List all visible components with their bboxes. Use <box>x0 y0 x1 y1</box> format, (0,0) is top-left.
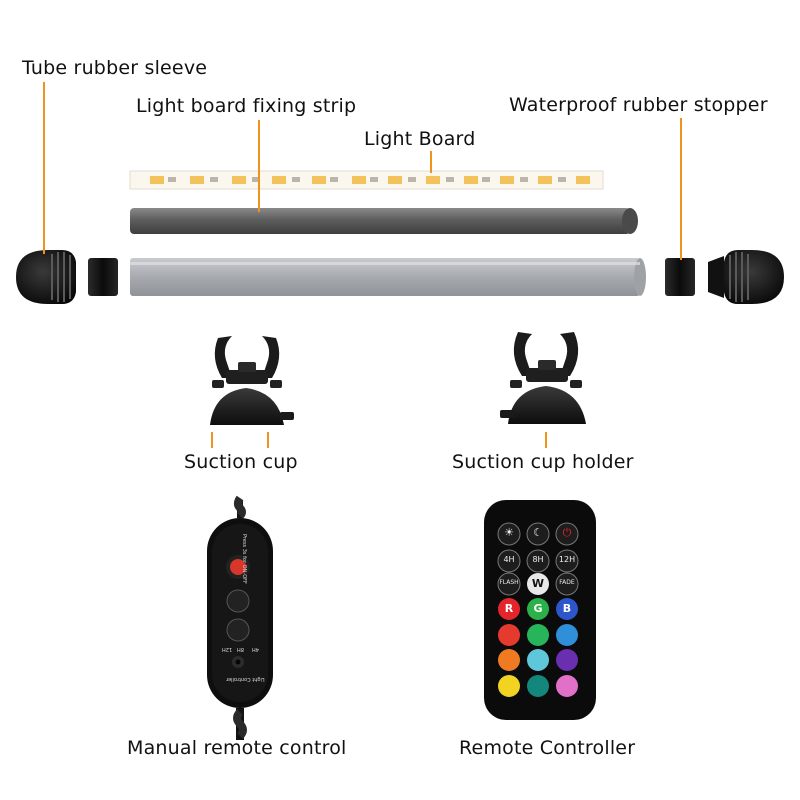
label-remote-controller: Remote Controller <box>459 737 636 759</box>
suction-cup <box>210 336 294 425</box>
ir-remote-fade-button[interactable]: FADE <box>559 579 575 586</box>
light-board <box>129 170 604 190</box>
label-light-board-fixing-strip: Light board fixing strip <box>136 95 357 117</box>
label-waterproof-rubber-stopper: Waterproof rubber stopper <box>509 94 768 116</box>
leader-line-tube-sleeve <box>43 82 45 254</box>
ir-remote-red-button[interactable]: R <box>504 602 514 615</box>
suction-cup-holder <box>500 332 586 424</box>
ir-remote-12h-button[interactable]: 12H <box>558 555 576 564</box>
ir-remote-controller <box>484 500 596 720</box>
leader-line-suction-cup-b <box>267 432 269 448</box>
manual-remote-timer-12h: 12H <box>222 646 233 652</box>
manual-remote-control <box>207 495 273 740</box>
ir-remote-flash-button[interactable]: FLASH <box>499 579 519 586</box>
ir-remote-moon-icon[interactable]: ☾ <box>533 526 543 539</box>
label-suction-cup: Suction cup <box>184 451 298 473</box>
label-manual-remote-control: Manual remote control <box>127 737 347 759</box>
tube <box>130 258 646 296</box>
leader-line-fixing-strip <box>258 120 260 212</box>
manual-remote-power-text: Press 3s for ON-OFF <box>241 534 247 584</box>
leader-line-rubber-stopper <box>680 118 682 260</box>
manual-remote-timer-4h: 4H <box>252 646 259 652</box>
label-light-board: Light Board <box>364 128 476 150</box>
light-board-fixing-strip <box>130 208 638 234</box>
ir-remote-white-button[interactable]: W <box>531 577 545 590</box>
leader-line-light-board <box>430 151 432 173</box>
ir-remote-4h-button[interactable]: 4H <box>503 555 515 564</box>
manual-remote-timer-8h: 8H <box>237 646 244 652</box>
waterproof-rubber-stopper-right <box>665 250 784 304</box>
ir-remote-blue-button[interactable]: B <box>562 602 572 615</box>
leader-line-suction-cup-a <box>211 432 213 448</box>
label-tube-rubber-sleeve: Tube rubber sleeve <box>22 57 208 79</box>
ir-remote-power-icon[interactable]: ⏻ <box>562 526 572 539</box>
label-suction-cup-holder: Suction cup holder <box>452 451 634 473</box>
ir-remote-8h-button[interactable]: 8H <box>532 555 544 564</box>
ir-remote-sun-icon[interactable]: ☀ <box>504 526 514 539</box>
ir-remote-green-button[interactable]: G <box>533 602 543 615</box>
manual-remote-brand-text: Light Controller <box>226 676 265 682</box>
tube-rubber-sleeve-left <box>16 250 118 304</box>
leader-line-suction-holder <box>545 432 547 448</box>
